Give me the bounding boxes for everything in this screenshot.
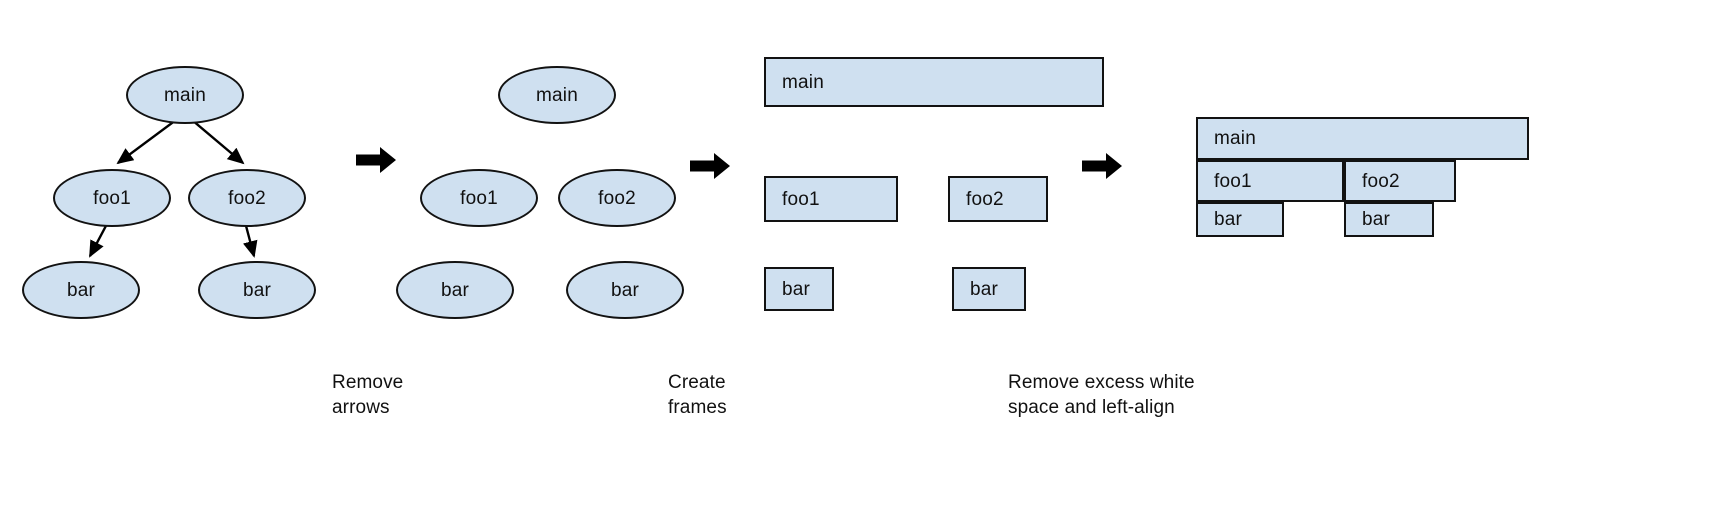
caption-create-frames: Create frames — [668, 372, 727, 418]
flame-node-bar-right[interactable]: bar — [1344, 202, 1434, 237]
tree-node-foo1[interactable]: foo1 — [53, 169, 171, 227]
flame-node-bar-left[interactable]: bar — [1196, 202, 1284, 237]
caption-remove-white-space: Remove excess white space and left-align — [1008, 372, 1195, 418]
step-arrow-2 — [690, 153, 730, 179]
tree-node-bar-right[interactable]: bar — [198, 261, 316, 319]
right-arrow-icon — [356, 147, 396, 173]
right-arrow-icon — [690, 153, 730, 179]
frame-node-main[interactable]: main — [764, 57, 1104, 107]
edge-foo2-bar — [243, 221, 258, 258]
step-arrow-3 — [1082, 153, 1122, 179]
frame-node-foo2[interactable]: foo2 — [948, 176, 1048, 222]
caption-remove-arrows: Remove arrows — [332, 372, 404, 418]
edge-main-foo2 — [191, 119, 245, 165]
edge-main-foo1 — [116, 119, 177, 165]
noarrow-node-bar-right[interactable]: bar — [566, 261, 684, 319]
frame-node-bar-left[interactable]: bar — [764, 267, 834, 311]
tree-node-bar-left[interactable]: bar — [22, 261, 140, 319]
frame-node-bar-right[interactable]: bar — [952, 267, 1026, 311]
frame-node-foo1[interactable]: foo1 — [764, 176, 898, 222]
flame-node-main[interactable]: main — [1196, 117, 1529, 160]
step-arrow-1 — [356, 147, 396, 173]
flame-node-foo1[interactable]: foo1 — [1196, 160, 1344, 202]
edge-foo1-bar — [88, 221, 110, 258]
noarrow-node-foo1[interactable]: foo1 — [420, 169, 538, 227]
tree-node-main[interactable]: main — [126, 66, 244, 124]
right-arrow-icon — [1082, 153, 1122, 179]
flame-node-foo2[interactable]: foo2 — [1344, 160, 1456, 202]
tree-node-foo2[interactable]: foo2 — [188, 169, 306, 227]
noarrow-node-main[interactable]: main — [498, 66, 616, 124]
noarrow-node-bar-left[interactable]: bar — [396, 261, 514, 319]
noarrow-node-foo2[interactable]: foo2 — [558, 169, 676, 227]
